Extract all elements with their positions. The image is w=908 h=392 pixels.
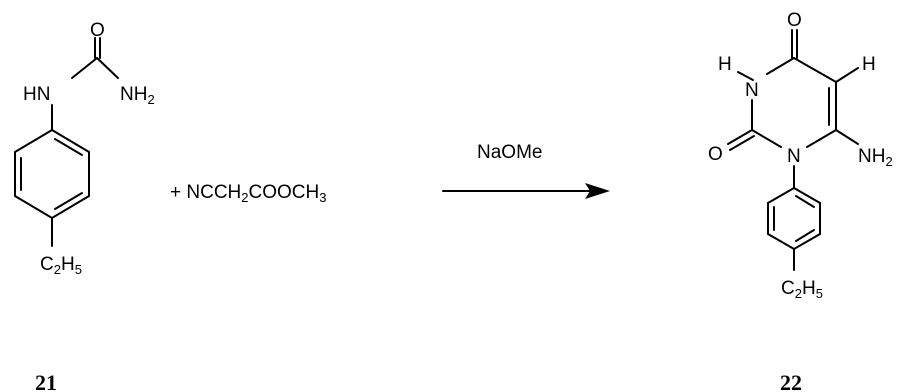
c6-n1-bond (806, 129, 837, 148)
c2-oxygen-label: O (708, 144, 723, 165)
c2-n1-bond (751, 129, 782, 148)
c5-hydrogen-label: H (862, 54, 876, 75)
c4-n3-bond (766, 57, 795, 75)
c4-c5-bond (793, 57, 837, 83)
c4-oxygen-label: O (787, 10, 802, 31)
n3-h-bond (737, 71, 754, 81)
arrow-label: NaOMe (477, 142, 542, 163)
c5-h-bond (835, 67, 859, 83)
ring-double-bond (795, 195, 815, 208)
compound-number-21: 21 (35, 370, 57, 392)
c6-nh2-bond (835, 129, 859, 145)
c-nh-bond (71, 57, 98, 79)
carbonyl-oxygen-label: O (90, 20, 105, 41)
ring-double-bond (795, 229, 815, 242)
compound-21-structure (14, 37, 119, 247)
benzene-ring (14, 128, 90, 220)
ethyl-label: C2H5 (781, 278, 823, 301)
compound-22-structure (727, 29, 859, 271)
n1-label: N (787, 146, 801, 167)
arrowhead (585, 183, 610, 199)
n3-label: N (745, 80, 759, 101)
ring-double-bond (54, 138, 83, 156)
c-nh2-bond (96, 57, 119, 79)
nh-label: HN (23, 84, 50, 105)
c2-carbonyl-bond (727, 129, 753, 145)
ethyl-label: C2H5 (40, 254, 82, 277)
c2-carbonyl-bond-2 (729, 135, 755, 151)
nh2-label: NH2 (120, 84, 155, 107)
ring-double-bond (54, 192, 83, 210)
n3-hydrogen-label: H (718, 54, 732, 75)
benzene-ring (767, 186, 821, 251)
compound-number-22: 22 (780, 370, 802, 392)
nh2-label: NH2 (858, 146, 893, 169)
reagent-label: + NCCH2COOCH3 (170, 182, 326, 205)
